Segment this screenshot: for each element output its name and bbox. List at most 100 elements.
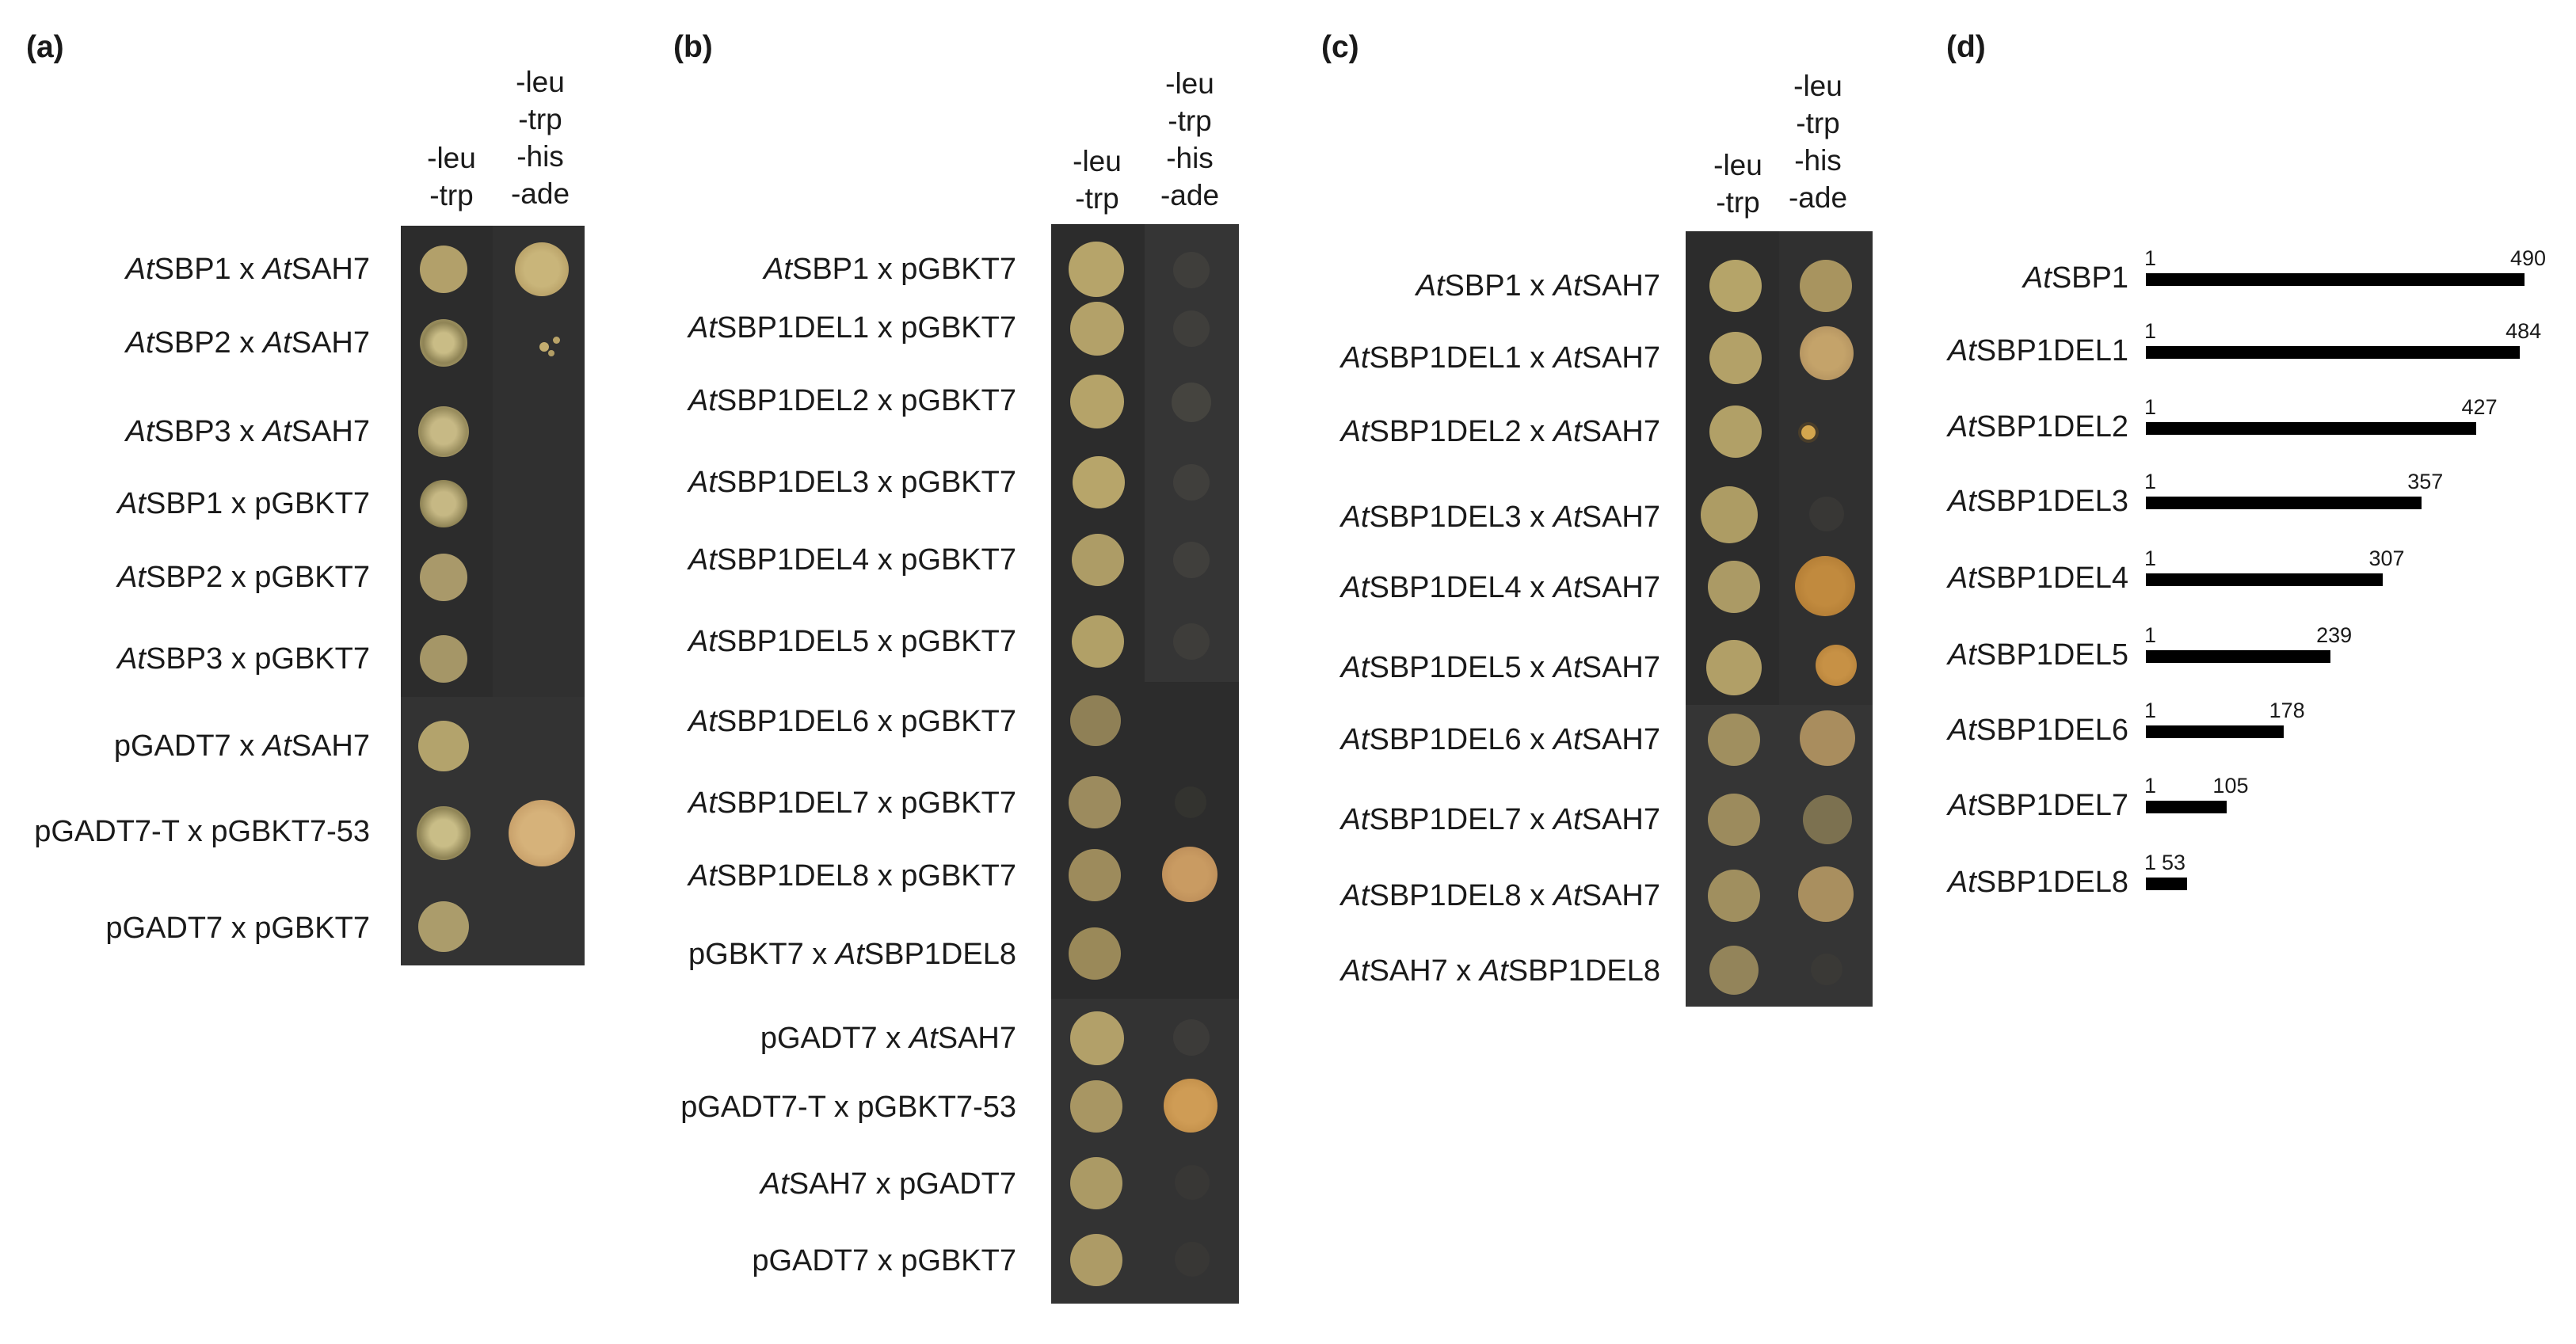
media-line: -ade (1788, 181, 1848, 214)
panel-b-row-label: AtSBP1DEL5 x pGBKT7 (688, 625, 1016, 658)
panel-b-row-label: AtSBP1DEL1 x pGBKT7 (688, 311, 1016, 345)
panel-b-row-label: AtSBP1DEL6 x pGBKT7 (688, 705, 1016, 738)
construct-label: AtSBP1DEL1 (1947, 334, 2128, 367)
colony-spot (1072, 534, 1124, 586)
colony-spot (1073, 456, 1125, 508)
construct-end-number: 490 (2510, 246, 2547, 270)
colony-spot (1070, 302, 1124, 356)
colony-spot (1164, 1079, 1218, 1133)
construct-label: AtSBP1DEL2 (1947, 410, 2128, 444)
colony-spot (1070, 1234, 1122, 1286)
construct-bar (2146, 573, 2384, 586)
colony-spot (420, 635, 467, 683)
media-line: -trp (1168, 105, 1212, 137)
colony-spot (1173, 310, 1210, 347)
construct-bar (2146, 878, 2187, 890)
construct-end-number: 53 (2162, 851, 2186, 874)
construct-bar (2146, 801, 2227, 813)
colony-spot (1070, 1157, 1122, 1209)
colony-spot (1175, 786, 1206, 818)
colony-spot (1069, 849, 1121, 901)
colony-spot (1708, 714, 1760, 766)
panel-c-row-label: AtSBP1DEL8 x AtSAH7 (1340, 879, 1660, 912)
construct-end-number: 307 (2368, 546, 2405, 570)
panel-b-row-label: AtSBP1DEL3 x pGBKT7 (688, 466, 1016, 499)
panel-a-row-label: AtSBP1 x pGBKT7 (117, 487, 370, 520)
colony-spot (1162, 847, 1218, 902)
colony-spot (1809, 497, 1844, 531)
panel-a-row-label: AtSBP3 x AtSAH7 (125, 415, 370, 448)
colony-spot (1708, 561, 1760, 613)
media-line: -leu (1165, 67, 1214, 100)
colony-spot (548, 350, 554, 356)
panel-c-media-right: -leu -trp -his -ade (1774, 67, 1862, 216)
colony-spot (1173, 252, 1210, 288)
colony-spot (1175, 1242, 1210, 1277)
panel-b-row-label: AtSBP1DEL2 x pGBKT7 (688, 384, 1016, 417)
panel-c-row-label: AtSBP1DEL6 x AtSAH7 (1340, 723, 1660, 756)
construct-label: AtSBP1 (2022, 261, 2128, 295)
colony-spot (418, 406, 469, 457)
media-line: -leu (516, 66, 565, 98)
media-line: -leu (1713, 149, 1762, 181)
colony-spot (509, 800, 575, 866)
panel-b-row-label: pGADT7 x AtSAH7 (760, 1022, 1016, 1055)
panel-b-row-label: AtSBP1 x pGBKT7 (764, 253, 1016, 286)
panel-c-plate (1686, 231, 1873, 1007)
colony-spot (418, 901, 469, 952)
construct-label: AtSBP1DEL6 (1947, 714, 2128, 747)
panel-a-row-label: AtSBP2 x AtSAH7 (125, 326, 370, 360)
construct-end-number: 178 (2269, 699, 2305, 722)
media-line: -trp (429, 179, 474, 211)
colony-spot (1701, 486, 1758, 543)
construct-bar (2146, 725, 2284, 738)
panel-b-row-label: AtSAH7 x pGADT7 (760, 1167, 1016, 1201)
colony-spot (539, 342, 549, 352)
colony-spot (420, 246, 467, 293)
media-line: -ade (510, 177, 570, 210)
construct-start-number: 1 (2144, 699, 2157, 722)
media-line: -leu (427, 142, 476, 174)
panel-b-row-label: pGADT7 x pGBKT7 (752, 1244, 1016, 1277)
colony-spot (418, 721, 469, 771)
colony-spot (1070, 1011, 1124, 1065)
colony-spot (1800, 326, 1854, 380)
media-line: -trp (1075, 182, 1119, 215)
construct-end-number: 357 (2407, 470, 2444, 493)
construct-start-number: 1 (2144, 851, 2157, 874)
panel-b-plate (1051, 224, 1239, 1304)
panel-b-row-label: pGBKT7 x AtSBP1DEL8 (688, 938, 1016, 971)
colony-spot (1816, 645, 1857, 686)
construct-label: AtSBP1DEL4 (1947, 562, 2128, 595)
construct-end-number: 105 (2212, 774, 2249, 798)
colony-spot (515, 242, 569, 296)
colony-spot (1709, 332, 1762, 384)
colony-spot (1069, 927, 1121, 980)
colony-spot (417, 806, 471, 860)
panel-b-media-right: -leu -trp -his -ade (1146, 65, 1233, 214)
colony-spot (1709, 260, 1762, 312)
colony-spot (420, 480, 467, 527)
construct-label: AtSBP1DEL3 (1947, 485, 2128, 518)
panel-c-row-label: AtSBP1DEL2 x AtSAH7 (1340, 415, 1660, 448)
panel-a-media-left: -leu -trp (412, 139, 491, 214)
media-line: -leu (1793, 70, 1842, 102)
construct-bar (2146, 422, 2476, 435)
media-line: -trp (1716, 186, 1760, 219)
panel-a-label: (a) (26, 30, 64, 64)
construct-end-number: 427 (2461, 395, 2498, 419)
panel-a-row-label: AtSBP2 x pGBKT7 (117, 561, 370, 594)
construct-start-number: 1 (2144, 774, 2157, 798)
colony-spot (1070, 1080, 1122, 1133)
panel-c-media-left: -leu -trp (1698, 147, 1778, 221)
colony-spot (1173, 623, 1210, 660)
panel-a-row-label: pGADT7 x pGBKT7 (105, 912, 370, 945)
media-line: -his (1166, 142, 1214, 174)
panel-c-row-label: AtSBP1DEL7 x AtSAH7 (1340, 803, 1660, 836)
colony-spot (1803, 795, 1852, 844)
construct-bar (2146, 273, 2525, 286)
construct-end-number: 484 (2506, 319, 2542, 343)
colony-spot (1709, 946, 1759, 995)
construct-bar (2146, 497, 2422, 509)
panel-c-row-label: AtSAH7 x AtSBP1DEL8 (1340, 954, 1660, 988)
